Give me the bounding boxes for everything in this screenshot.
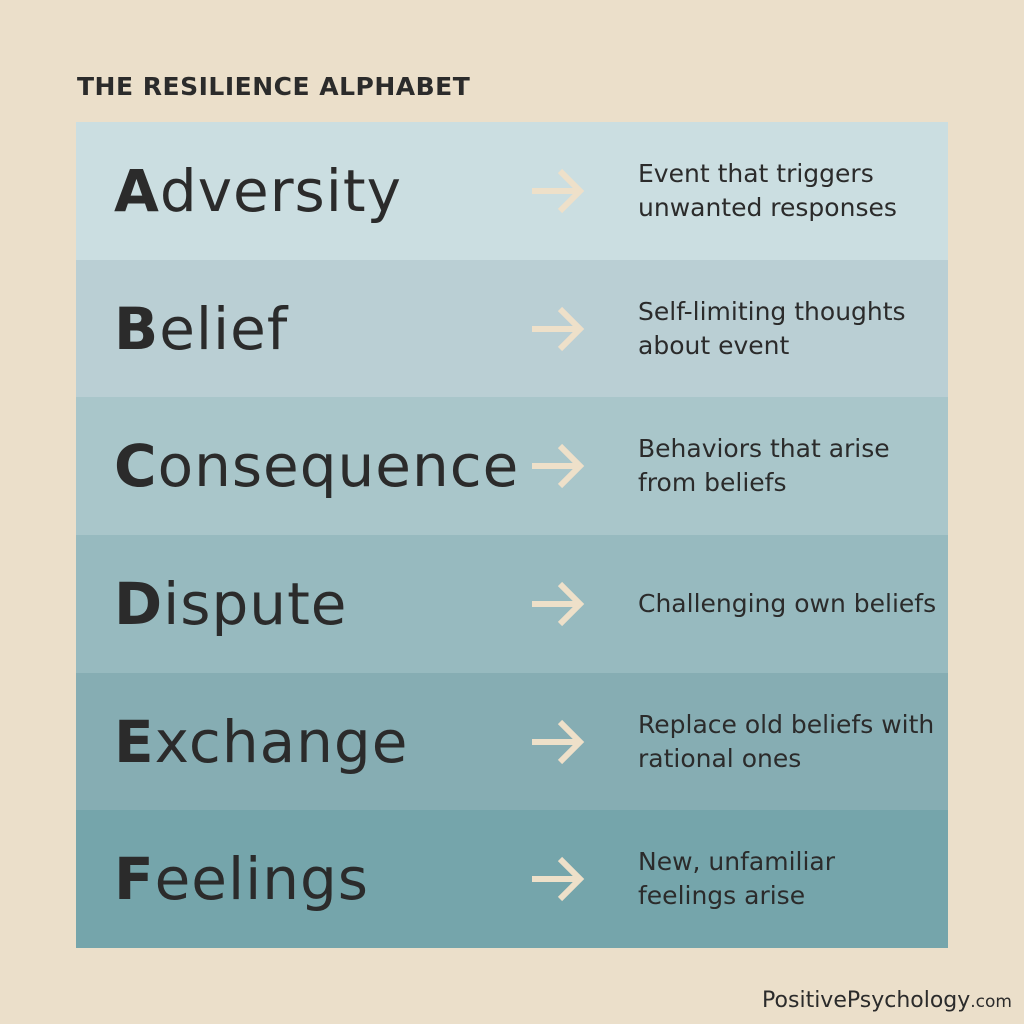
table-row: Exchange Replace old beliefs with ration… — [76, 672, 948, 811]
arrow-right-icon — [532, 168, 585, 213]
arrow-right-icon — [532, 444, 585, 489]
term-description: New, unfamiliar feelings arise — [638, 847, 836, 911]
term-rest: ispute — [163, 569, 348, 638]
term-initial: F — [114, 845, 155, 914]
table-row: Belief Self-limiting thoughts about even… — [76, 259, 948, 398]
term-rest: eelings — [154, 845, 370, 914]
term: Exchange — [114, 708, 408, 776]
term-initial: D — [114, 569, 164, 638]
term-description: Self-limiting thoughts about event — [638, 296, 906, 360]
arrow-right-icon — [532, 719, 585, 764]
term: Consequence — [114, 432, 519, 500]
term-initial: C — [114, 432, 158, 501]
term-description: Event that triggers unwanted responses — [638, 158, 897, 222]
brand-name: PositivePsychology — [762, 988, 971, 1013]
term-rest: xchange — [154, 707, 409, 776]
alphabet-table: Adversity Event that triggers unwanted r… — [76, 122, 948, 949]
arrow-right-icon — [532, 306, 585, 351]
brand-tld: .com — [970, 992, 1012, 1012]
term: Adversity — [114, 157, 402, 225]
term-rest: dversity — [159, 156, 402, 225]
term: Belief — [114, 295, 288, 363]
brand-logo: PositivePsychology.com — [762, 988, 1012, 1013]
term-initial: A — [114, 156, 160, 225]
table-row: Adversity Event that triggers unwanted r… — [76, 122, 948, 260]
term-rest: onsequence — [157, 432, 520, 501]
arrow-right-icon — [532, 581, 585, 626]
term: Feelings — [114, 845, 369, 913]
term-rest: elief — [159, 294, 289, 363]
table-row: Dispute Challenging own beliefs — [76, 535, 948, 673]
table-row: Consequence Behaviors that arise from be… — [76, 397, 948, 536]
table-row: Feelings New, unfamiliar feelings arise — [76, 810, 948, 949]
term-initial: B — [114, 294, 160, 363]
term-description: Replace old beliefs with rational ones — [638, 709, 935, 773]
term-initial: E — [114, 707, 155, 776]
term: Dispute — [114, 570, 348, 638]
term-description: Behaviors that arise from beliefs — [638, 434, 890, 498]
page-title: THE RESILIENCE ALPHABET — [77, 72, 471, 101]
arrow-right-icon — [532, 857, 585, 902]
term-description: Challenging own beliefs — [638, 588, 937, 618]
